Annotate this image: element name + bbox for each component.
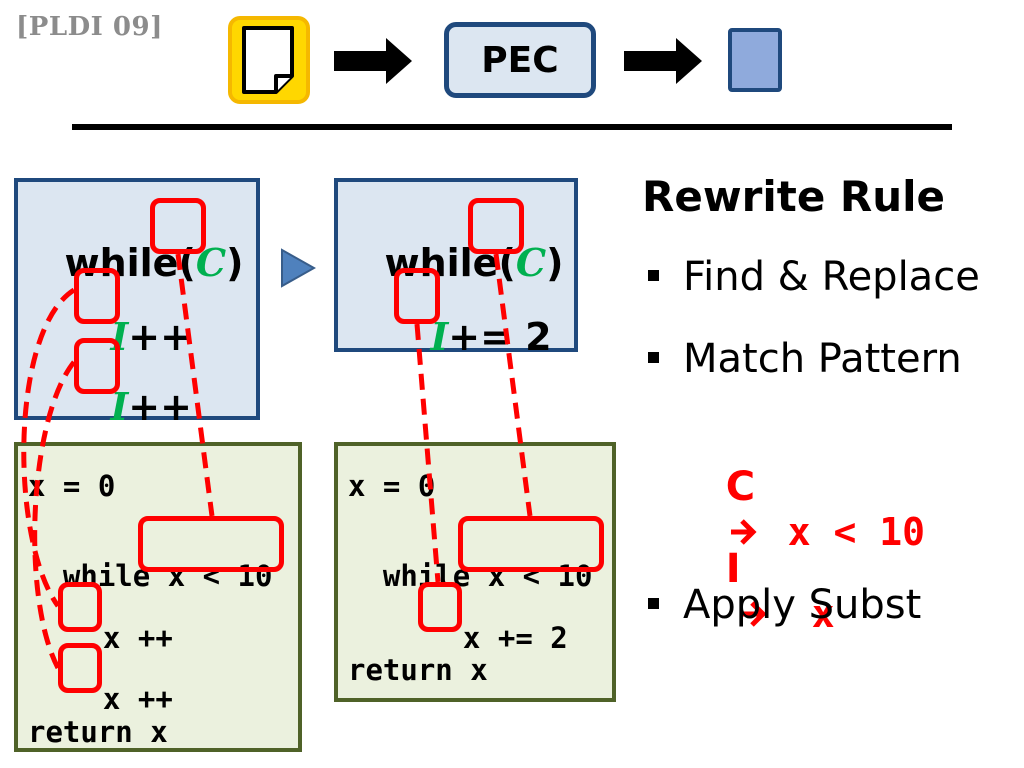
highlight-var-before-2 (58, 643, 102, 693)
bullet-match-pattern: Match Pattern (648, 336, 962, 382)
pec-label: PEC (481, 39, 559, 81)
bullet-square-icon (648, 269, 659, 281)
bullet-find-replace: Find & Replace (648, 254, 980, 300)
code-before-line4: x ++ (68, 656, 173, 714)
meta-var-i: I (110, 384, 129, 429)
bullet-square-icon (648, 351, 659, 363)
substitution-i: I x (680, 502, 835, 636)
document-icon (242, 26, 294, 94)
pattern-after-box (334, 178, 578, 352)
variable-x: x (102, 621, 121, 655)
highlight-var-after (418, 582, 462, 632)
code-before-line1: x = 0 (28, 469, 116, 503)
subst-lhs: I (725, 546, 741, 592)
subst-rhs: x < 10 (787, 510, 926, 554)
code-before-line3: x ++ (68, 595, 173, 653)
variable-x: x (102, 682, 121, 716)
paren-close: ) (546, 241, 564, 285)
increment-op: ++ (137, 621, 173, 655)
input-program-box (228, 16, 310, 104)
highlight-meta-i-before-2 (74, 338, 120, 394)
bullet-square-icon (648, 597, 659, 609)
highlight-meta-c-before (150, 198, 206, 254)
right-arrow-icon (334, 38, 412, 84)
header-divider (72, 124, 952, 130)
rule-title: Rewrite Rule (642, 172, 946, 221)
bullet-apply-subst: Apply Subst (648, 582, 921, 628)
highlight-meta-i-after (394, 268, 440, 324)
code-after-line4: return x (348, 653, 488, 687)
substitution-c: C x < 10 (680, 420, 925, 554)
implies-arrow-icon (730, 519, 757, 545)
highlight-var-before-1 (58, 582, 102, 632)
pattern-after-line1: while(C) (358, 206, 564, 285)
increment-op: ++ (137, 682, 173, 716)
right-arrow-icon (624, 38, 702, 84)
code-after-line1: x = 0 (348, 469, 436, 503)
plus-equals-op: += 2 (497, 621, 568, 655)
pec-box: PEC (444, 22, 596, 98)
code-after-line3: x += 2 (428, 595, 568, 653)
pattern-before-line1: while(C) (38, 206, 244, 285)
play-triangle-icon (281, 248, 316, 288)
plus-equals-op: += 2 (448, 315, 552, 359)
highlight-condition-after (458, 516, 604, 572)
output-program-box (728, 28, 782, 92)
code-after-box (334, 442, 616, 702)
bullet-text: Apply Subst (683, 582, 922, 628)
variable-x: x (462, 621, 481, 655)
subst-lhs: C (725, 464, 756, 510)
bullet-text: Find & Replace (683, 254, 980, 300)
highlight-meta-i-before-1 (74, 268, 120, 324)
highlight-condition-before (138, 516, 284, 572)
code-before-line5: return x (28, 715, 168, 749)
citation: [PLDI 09] (16, 12, 163, 42)
implies-arrow-icon (740, 601, 767, 627)
paren-close: ) (226, 241, 244, 285)
increment-op: ++ (128, 385, 192, 429)
bullet-text: Match Pattern (683, 336, 962, 382)
highlight-meta-c-after (468, 198, 524, 254)
subst-rhs: x (811, 592, 835, 636)
